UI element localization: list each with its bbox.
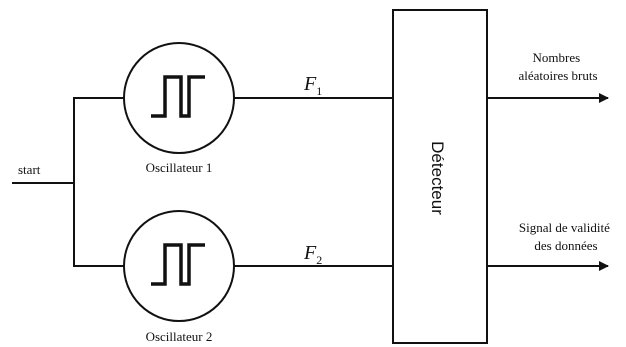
start-label: start [18, 162, 41, 177]
oscillator-2-circle [123, 210, 235, 322]
detector-label: Détecteur [428, 141, 447, 215]
signal-label-f2: F2 [303, 242, 322, 267]
oscillator-2-label: Oscillateur 2 [146, 329, 213, 344]
square-wave-icon [151, 75, 205, 118]
oscillator-2 [123, 210, 235, 322]
output-1-label: Nombres aléatoires bruts [518, 50, 597, 83]
oscillator-1-label: Oscillateur 1 [146, 160, 213, 175]
output-2-label: Signal de validité des données [519, 220, 613, 253]
oscillator-1-circle [123, 42, 235, 154]
detector-block [392, 9, 488, 344]
oscillator-1 [123, 42, 235, 154]
square-wave-icon [151, 243, 205, 286]
signal-label-f1: F1 [303, 73, 322, 98]
